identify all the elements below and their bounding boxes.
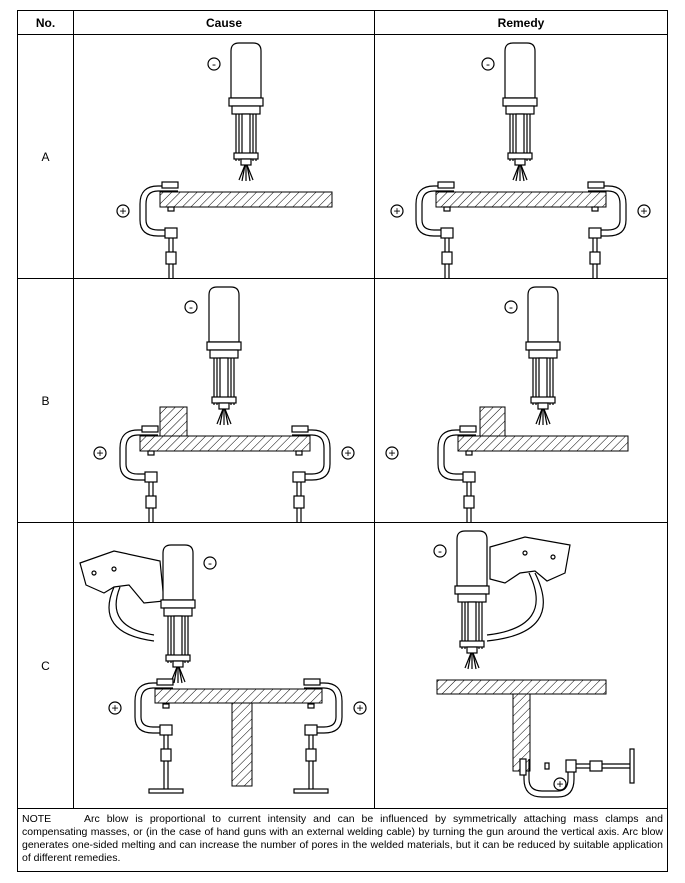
gun-handle [79, 550, 165, 642]
header-cause: Cause [73, 10, 375, 35]
header-no: No. [17, 10, 74, 35]
workpiece [159, 191, 333, 208]
plus-sign: + [341, 446, 355, 460]
welding-gun-icon [454, 530, 490, 670]
header-remedy: Remedy [374, 10, 668, 35]
plus-sign: + [385, 446, 399, 460]
workpiece [154, 688, 323, 704]
svg-text:+: + [356, 701, 363, 715]
workpiece [457, 435, 629, 452]
plus-sign: + [116, 204, 130, 218]
plus-sign: + [93, 446, 107, 460]
cause-cell: - + [73, 34, 375, 279]
illustration-a-remedy: - + + [390, 42, 651, 278]
remedy-cell: - + [374, 522, 668, 809]
svg-text:-: - [212, 57, 216, 71]
svg-text:+: + [344, 446, 351, 460]
svg-text:+: + [111, 701, 118, 715]
t-profile-web [231, 702, 253, 787]
table-row-c: C - + + [17, 522, 668, 809]
illustration-b-remedy: - + [385, 286, 629, 522]
arc-blow-table: No. Cause Remedy A - + - + + [17, 10, 668, 872]
minus-sign: - [203, 556, 217, 570]
minus-sign: - [184, 300, 198, 314]
workpiece [436, 679, 607, 695]
workpiece [435, 191, 607, 208]
welding-gun-icon [228, 42, 264, 182]
workpiece [139, 435, 311, 452]
plus-sign: + [108, 701, 122, 715]
remedy-cell: - + [374, 278, 668, 523]
cause-cell: - + + [73, 522, 375, 809]
welding-gun-icon [206, 286, 242, 426]
illustration-a-cause: - + [116, 42, 333, 278]
plus-sign: + [553, 777, 567, 791]
minus-sign: - [504, 300, 518, 314]
illustration-c-cause: - + + [79, 544, 367, 794]
header-row: No. Cause Remedy [17, 10, 668, 35]
compensating-mass [479, 406, 506, 437]
minus-sign: - [433, 544, 447, 558]
plus-sign: + [353, 701, 367, 715]
svg-text:+: + [556, 777, 563, 791]
note-label: NOTE [22, 813, 52, 825]
svg-text:-: - [509, 300, 513, 314]
welding-gun-icon [502, 42, 538, 182]
compensating-mass [159, 406, 188, 437]
gun-handle [486, 536, 571, 642]
table-row-b: B - + + - + [17, 278, 668, 523]
plus-sign: + [390, 204, 404, 218]
illustration-c-remedy: - + [433, 530, 635, 798]
minus-sign: - [207, 57, 221, 71]
mass-clamp-icon [519, 748, 635, 798]
remedy-cell: - + + [374, 34, 668, 279]
cause-cell: - + + [73, 278, 375, 523]
welding-gun-icon [160, 544, 196, 684]
welding-gun-icon [525, 286, 561, 426]
minus-sign: - [481, 57, 495, 71]
svg-text:-: - [438, 544, 442, 558]
svg-text:-: - [208, 556, 212, 570]
note-text: Arc blow is proportional to current inte… [22, 813, 663, 864]
svg-text:-: - [189, 300, 193, 314]
row-label: A [17, 34, 74, 279]
plus-sign: + [637, 204, 651, 218]
svg-text:+: + [640, 204, 647, 218]
table-row-a: A - + - + + [17, 34, 668, 279]
svg-text:-: - [486, 57, 490, 71]
row-label: B [17, 278, 74, 523]
svg-text:+: + [388, 446, 395, 460]
illustration-b-cause: - + + [93, 286, 355, 522]
svg-text:+: + [119, 204, 126, 218]
svg-text:+: + [393, 204, 400, 218]
row-label: C [17, 522, 74, 809]
svg-text:+: + [96, 446, 103, 460]
